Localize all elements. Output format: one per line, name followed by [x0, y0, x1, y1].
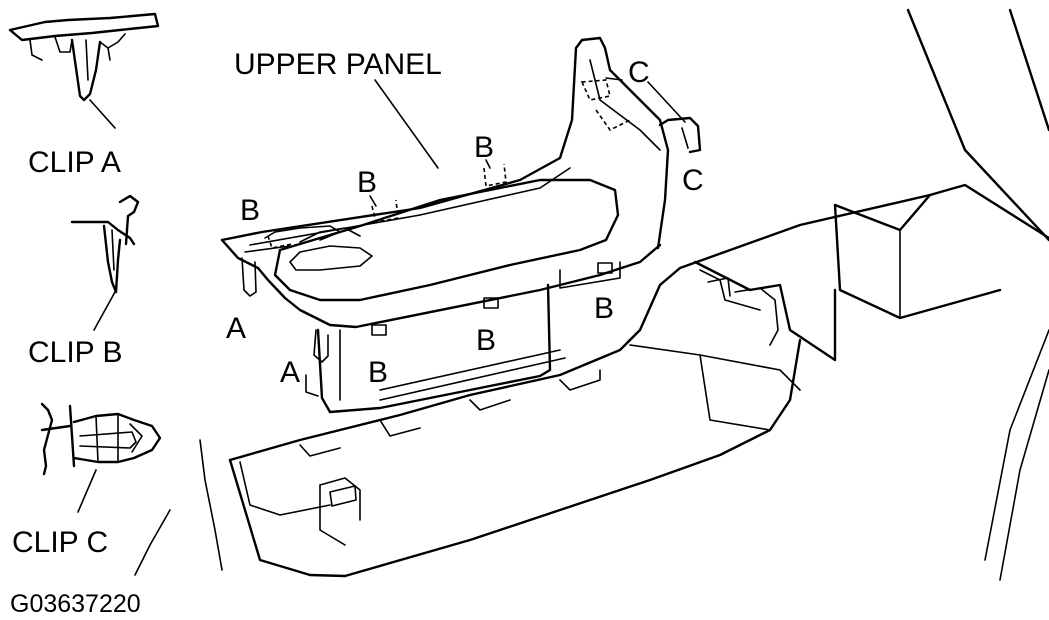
upper-panel-label: UPPER PANEL — [234, 48, 442, 81]
clip-c-label: CLIP C — [12, 526, 108, 559]
clip-a-leader — [89, 99, 116, 129]
upper-panel — [220, 36, 702, 414]
callout-b-tower: B — [474, 131, 494, 164]
figure-code: G03637220 — [10, 590, 141, 618]
callout-b-left: B — [240, 194, 260, 227]
clip-c-leader — [77, 469, 97, 513]
clip-b-label: CLIP B — [28, 336, 123, 369]
callout-c-top: C — [628, 56, 650, 89]
center-console — [134, 8, 1049, 581]
clip-a-illustration — [8, 12, 160, 102]
callout-c-right: C — [682, 164, 704, 197]
c-label-top-leader-2 — [647, 81, 686, 123]
callout-a-upper: A — [226, 312, 246, 345]
upper-panel-leader — [374, 79, 439, 169]
c-label-top-leader — [605, 77, 623, 81]
b-top-leader-1 — [369, 195, 377, 207]
callout-b-right: B — [594, 292, 614, 325]
callout-a-lower: A — [280, 356, 300, 389]
callout-b-middle: B — [476, 324, 496, 357]
clip-c-illustration — [40, 402, 162, 476]
b-top-leader-2 — [485, 159, 491, 169]
callout-b-upper: B — [357, 166, 377, 199]
clip-b-illustration — [70, 194, 140, 294]
clip-b-leader — [93, 291, 116, 331]
callout-b-lower: B — [368, 356, 388, 389]
clip-a-label: CLIP A — [28, 146, 121, 179]
